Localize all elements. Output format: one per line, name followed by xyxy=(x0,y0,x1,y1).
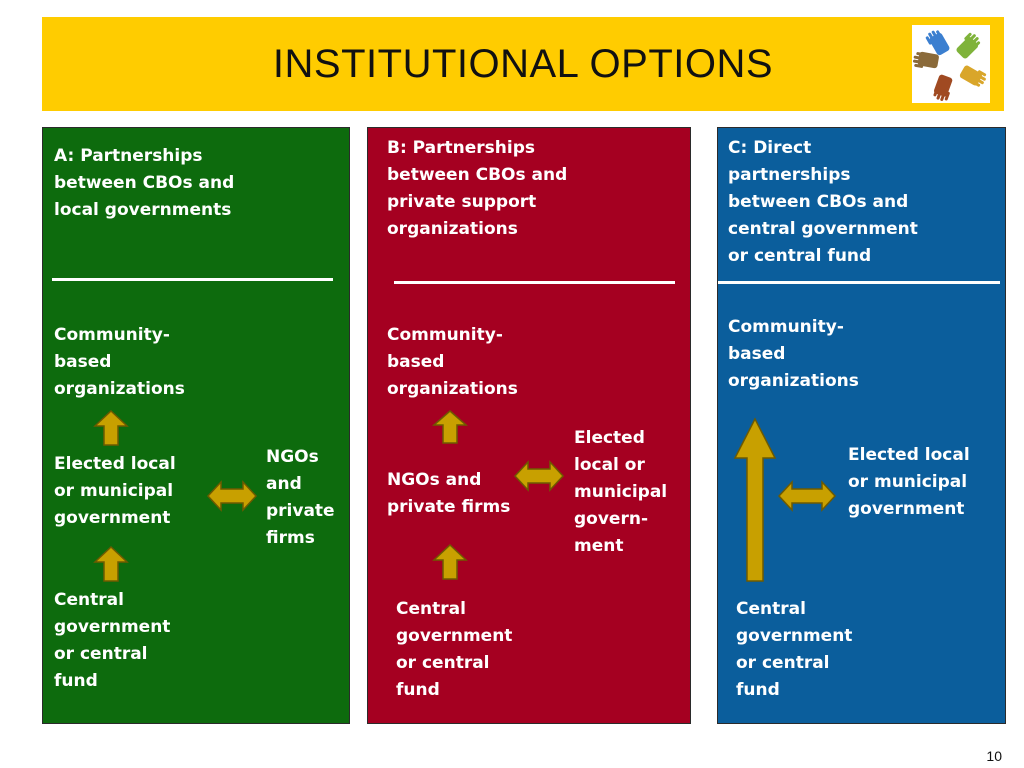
panel-a-up-arrow-bottom xyxy=(93,545,129,582)
panel-c-long-up-arrow xyxy=(733,417,777,582)
panel-b-divider xyxy=(394,281,675,284)
panel-c-local-gov-label: Elected local or municipal government xyxy=(848,445,970,519)
panel-b-up-arrow-bottom xyxy=(432,543,468,580)
panel-b: B: Partnerships between CBOs and private… xyxy=(367,127,691,724)
panel-b-ngo-label: NGOs and private firms xyxy=(387,470,511,517)
panel-b-central-gov-label: Central government or central fund xyxy=(396,599,513,700)
colorful-hands-circle-icon xyxy=(912,30,987,101)
panel-a-double-arrow xyxy=(206,480,258,512)
panel-b-heading: B: Partnerships between CBOs and private… xyxy=(387,138,568,239)
slide-title: INSTITUTIONAL OPTIONS xyxy=(272,41,774,86)
panel-a-ngo-label: NGOs and private firms xyxy=(266,447,335,548)
panel-c-heading: C: Direct partnerships between CBOs and … xyxy=(728,138,918,266)
panel-a-local-gov-label: Elected local or municipal government xyxy=(54,454,176,528)
panel-c-double-arrow xyxy=(777,480,837,512)
panel-c: C: Direct partnerships between CBOs and … xyxy=(717,127,1006,724)
panel-b-double-arrow xyxy=(513,460,565,492)
panel-a-divider xyxy=(52,278,333,281)
panel-a-heading: A: Partnerships between CBOs and local g… xyxy=(54,146,235,220)
hands-logo xyxy=(912,25,990,103)
title-bar: INSTITUTIONAL OPTIONS xyxy=(42,17,1004,111)
panel-c-divider xyxy=(718,281,1000,284)
panel-a: A: Partnerships between CBOs and local g… xyxy=(42,127,350,724)
page-number: 10 xyxy=(986,748,1002,764)
panel-b-local-gov-label: Elected local or municipal govern- ment xyxy=(574,428,668,556)
panel-a-central-gov-label: Central government or central fund xyxy=(54,590,171,691)
panel-b-up-arrow-top xyxy=(432,410,468,444)
panel-a-up-arrow-top xyxy=(93,409,129,446)
panel-b-cbo-label: Community- based organizations xyxy=(387,325,518,399)
panel-a-cbo-label: Community- based organizations xyxy=(54,325,185,399)
panel-c-central-gov-label: Central government or central fund xyxy=(736,599,853,700)
panel-c-cbo-label: Community- based organizations xyxy=(728,317,859,391)
